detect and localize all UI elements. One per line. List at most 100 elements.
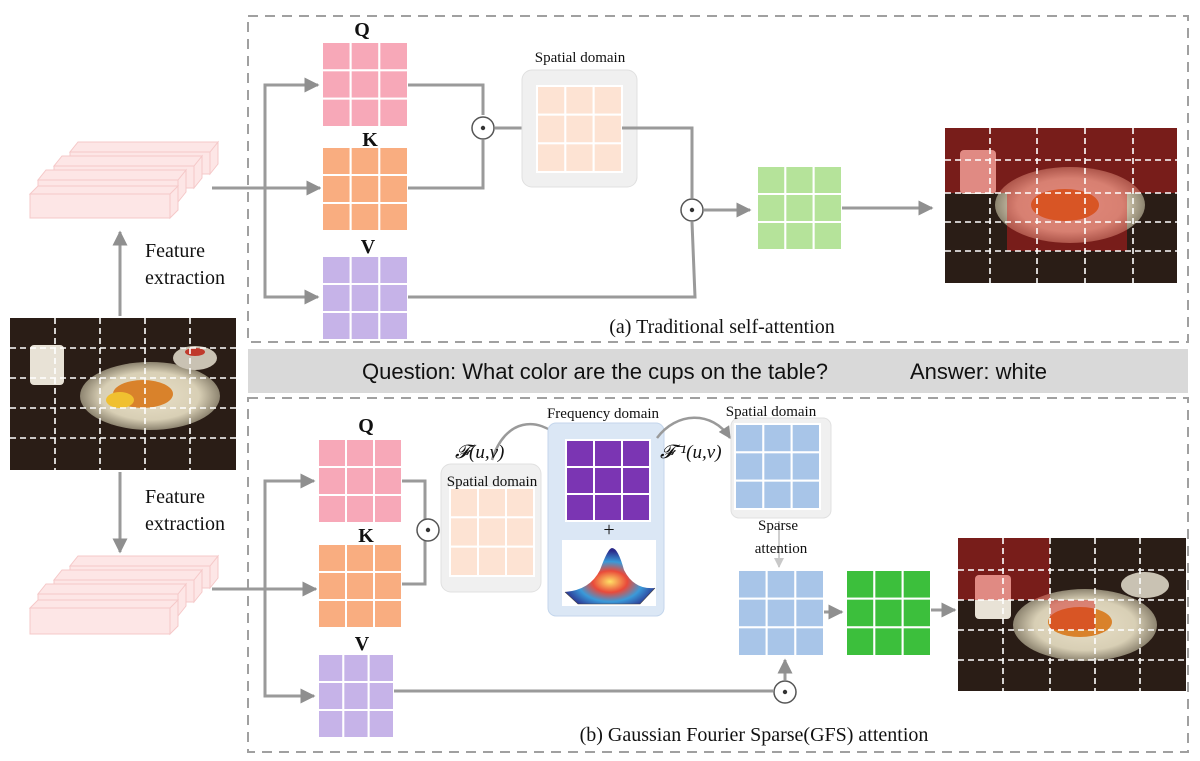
bot-out-cell bbox=[845, 569, 876, 600]
bot-spatial-cell bbox=[505, 516, 535, 548]
top-spatial-cell bbox=[536, 113, 567, 145]
top-q-cell bbox=[378, 97, 410, 128]
top-q-cell bbox=[349, 41, 381, 72]
sparse-label-line2: attention bbox=[755, 541, 808, 557]
top-out-cell bbox=[812, 165, 844, 195]
bot-out-cell bbox=[901, 569, 933, 600]
bot-spatial2-cell bbox=[790, 423, 822, 454]
top-spatial-to-dot bbox=[622, 126, 694, 198]
top-q-cell bbox=[321, 97, 352, 128]
top-out-cell bbox=[756, 165, 787, 195]
top-result-image bbox=[945, 128, 1177, 283]
bot-q-cell bbox=[345, 494, 375, 524]
top-k-cell bbox=[321, 174, 352, 204]
top-k-matrix bbox=[321, 146, 410, 232]
input-image bbox=[10, 318, 236, 470]
sparse-attention-matrix bbox=[737, 569, 825, 657]
bot-spatial2-cell bbox=[790, 479, 822, 510]
bot-v-cell bbox=[317, 681, 345, 711]
top-panel-caption: (a) Traditional self-attention bbox=[609, 316, 835, 338]
feature-stack-top bbox=[28, 140, 220, 220]
bot-out-cell bbox=[873, 597, 904, 629]
top-spatial-cell bbox=[536, 142, 567, 173]
bottom-k-to-dot bbox=[402, 541, 427, 586]
bot-spatial2-cell bbox=[762, 479, 793, 510]
bot-k-cell bbox=[317, 599, 347, 629]
top-k-cell bbox=[349, 174, 381, 204]
top-spatial-cell bbox=[592, 113, 624, 145]
inverse-fourier-arrow bbox=[655, 416, 732, 440]
bottom-v-branch bbox=[263, 589, 316, 704]
bottom-result-image bbox=[958, 538, 1186, 691]
bot-v-cell bbox=[342, 653, 370, 683]
top-out-cell bbox=[784, 193, 815, 223]
top-q-cell bbox=[378, 41, 410, 72]
bot-sparse-cell bbox=[765, 626, 797, 657]
top-q-label: Q bbox=[354, 19, 370, 41]
top-v-branch bbox=[263, 188, 320, 305]
bot-sparse-cell bbox=[794, 569, 825, 600]
bot-sparse-cell bbox=[737, 597, 768, 629]
feature-extraction-top-line1: Feature bbox=[145, 240, 205, 262]
bottom-spatial-label-2: Spatial domain bbox=[726, 404, 817, 420]
bottom-output-matrix bbox=[845, 569, 933, 657]
top-spatial-matrix bbox=[536, 85, 624, 173]
top-out-cell bbox=[756, 193, 787, 223]
frequency-label: Frequency domain bbox=[547, 406, 660, 422]
top-spatial-cell bbox=[564, 85, 595, 116]
top-out-cell bbox=[756, 221, 787, 251]
top-spatial-cell bbox=[564, 142, 595, 173]
fourier-label: 𝓕(u,ν) bbox=[455, 442, 504, 463]
bot-sparse-cell bbox=[737, 626, 768, 657]
feature-extraction-top-line2: extraction bbox=[145, 267, 225, 289]
bot-spatial-cell bbox=[449, 545, 479, 578]
bottom-spatial-blue-matrix bbox=[734, 423, 822, 510]
bot-k-cell bbox=[345, 599, 375, 629]
bot-q-cell bbox=[317, 494, 347, 524]
bottom-panel-caption: (b) Gaussian Fourier Sparse(GFS) attenti… bbox=[580, 724, 929, 746]
bot-v-cell bbox=[367, 681, 395, 711]
top-v-to-dot bbox=[408, 221, 697, 299]
bottom-v-matrix bbox=[317, 653, 395, 739]
top-panel-frame bbox=[247, 15, 1189, 343]
freq-cell bbox=[565, 493, 595, 522]
sparse-label-line1: Sparse bbox=[758, 518, 798, 534]
bot-spatial2-cell bbox=[734, 479, 765, 510]
bot-spatial-cell bbox=[505, 487, 535, 519]
bot-v-cell bbox=[342, 681, 370, 711]
bot-spatial2-cell bbox=[734, 451, 765, 482]
bot-spatial-cell bbox=[477, 487, 507, 519]
inverse-fourier-label: 𝓕⁻¹(u,ν) bbox=[660, 442, 722, 463]
top-out-cell bbox=[784, 221, 815, 251]
top-v-cell bbox=[378, 255, 410, 285]
bot-sparse-cell bbox=[765, 597, 797, 629]
feature-extraction-bottom-line1: Feature bbox=[145, 486, 205, 508]
top-v-cell bbox=[321, 255, 352, 285]
top-v-matrix bbox=[321, 255, 410, 341]
feature-extraction-bottom-line2: extraction bbox=[145, 513, 225, 535]
freq-cell bbox=[621, 493, 651, 522]
top-q-cell bbox=[349, 97, 381, 128]
top-k-cell bbox=[349, 202, 381, 232]
bot-q-cell bbox=[373, 494, 403, 524]
bot-q-cell bbox=[317, 466, 347, 496]
top-k-cell bbox=[349, 146, 381, 176]
top-v-label: V bbox=[361, 236, 376, 258]
bot-sparse-cell bbox=[737, 569, 768, 600]
gaussian-surface bbox=[562, 540, 656, 606]
top-q-cell bbox=[349, 69, 381, 100]
top-v-cell bbox=[321, 311, 352, 341]
bot-spatial2-cell bbox=[762, 423, 793, 454]
top-v-cell bbox=[378, 283, 410, 313]
bot-v-cell bbox=[317, 709, 345, 739]
feature-stack-bottom bbox=[28, 554, 220, 636]
top-q-matrix bbox=[321, 41, 410, 128]
freq-cell bbox=[593, 493, 623, 522]
bot-spatial2-cell bbox=[790, 451, 822, 482]
bot-spatial-cell bbox=[477, 545, 507, 578]
bottom-q-matrix bbox=[317, 438, 403, 524]
bot-sparse-cell bbox=[794, 597, 825, 629]
top-v-cell bbox=[378, 311, 410, 341]
bot-k-cell bbox=[373, 571, 403, 601]
